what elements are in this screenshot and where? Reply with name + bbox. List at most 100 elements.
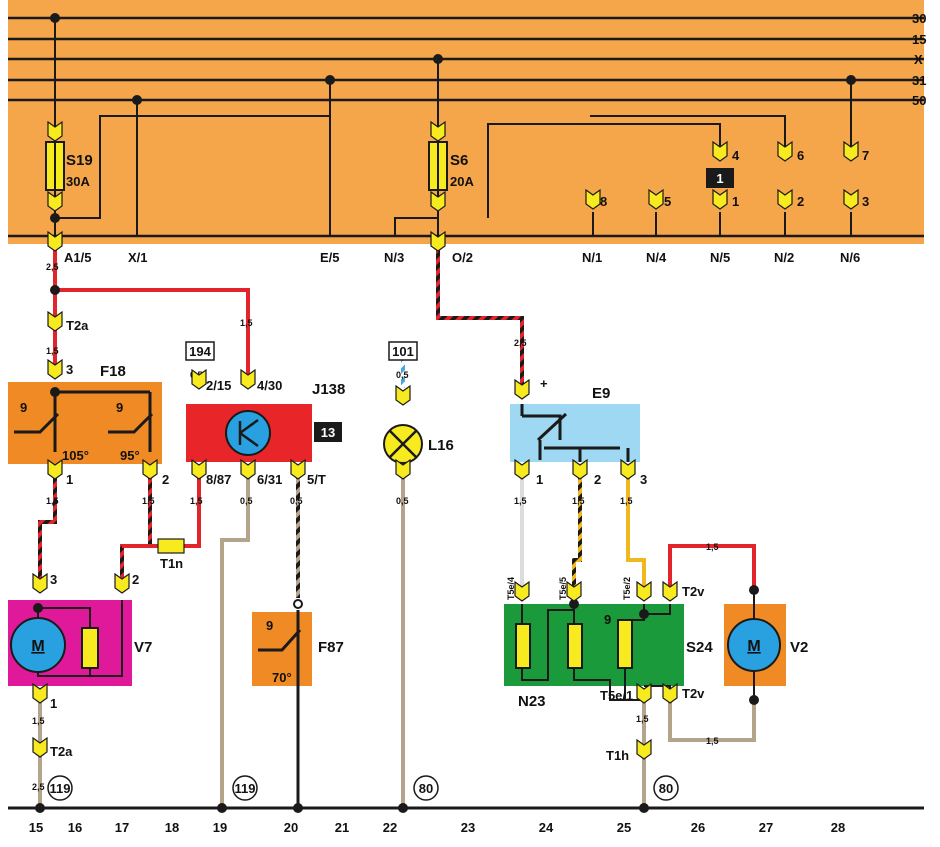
current-track-number: 16 (68, 820, 82, 835)
wire-size-v2-top: 1,5 (706, 542, 719, 552)
e9-name: E9 (592, 385, 610, 402)
n23-resistor-2 (567, 623, 583, 669)
connector-t5e-1: T5e/1 (600, 688, 633, 703)
wire-size-l16-top: 0,5 (396, 370, 409, 380)
terminal-flag-icon (843, 140, 859, 162)
n23-resistor-1 (515, 623, 531, 669)
fuse-s6-rating: 20A (450, 174, 474, 189)
ref-194-box (185, 341, 215, 361)
terminal-flag-icon (430, 190, 446, 212)
terminal-flag-icon (395, 458, 411, 480)
e9-switch-symbol (520, 404, 630, 462)
fuse-s19-rating: 30A (66, 174, 90, 189)
wire-size-e9-2: 1,5 (572, 496, 585, 506)
s24-digit: 9 (604, 612, 611, 627)
wire-size-v7-1: 1,5 (32, 716, 45, 726)
terminal-flag-icon (191, 368, 207, 390)
relay-pin-8: 8 (600, 194, 607, 209)
wire-size-f18-b1: 1,5 (46, 496, 59, 506)
wire-size-a15: 2,5 (46, 262, 59, 272)
terminal-flag-icon (777, 140, 793, 162)
j138-transistor-symbol (225, 410, 271, 456)
f18-junction-dot (50, 387, 60, 397)
terminal-n-5: N/5 (710, 250, 730, 265)
l16-lamp-cross (389, 430, 417, 458)
wire-size-j138-5t: 0,5 (290, 496, 303, 506)
terminal-flag-icon (47, 230, 63, 252)
j138-pin-8-87: 8/87 (206, 472, 231, 487)
j138-pin-6-31: 6/31 (257, 472, 282, 487)
j138-ref-box (314, 422, 342, 442)
terminal-flag-icon (290, 458, 306, 480)
f18-pin-2: 2 (162, 472, 169, 487)
wire-size-v7-ground: 2,5 (32, 782, 45, 792)
ref-119-a: 119 (50, 781, 71, 796)
panel-junction-dots (50, 13, 856, 223)
j138-pin-5-t: 5/T (307, 472, 326, 487)
f87-terminal (293, 599, 303, 609)
terminal-flag-icon (636, 738, 652, 760)
terminal-n-6: N/6 (840, 250, 860, 265)
s24-internal-wiring (521, 604, 671, 701)
terminal-flag-icon (430, 230, 446, 252)
f18-pin-3: 3 (66, 362, 73, 377)
relay-number-box (706, 168, 734, 188)
relay-pin-6: 6 (797, 148, 804, 163)
terminal-flag-icon (142, 458, 158, 480)
v7-motor-letter: M (31, 638, 44, 655)
current-track-number: 21 (335, 820, 349, 835)
e9-pin-1: 1 (536, 472, 543, 487)
terminal-flag-icon (712, 140, 728, 162)
f18-switch-symbol (14, 390, 154, 452)
rail-label-30: 30 (912, 11, 926, 26)
ref-80-b-circle (653, 775, 679, 801)
f87-switch-symbol (258, 610, 302, 690)
current-track-number: 22 (383, 820, 397, 835)
wire-size-e9-1: 1,5 (514, 496, 527, 506)
connector-t2a-bottom: T2a (50, 744, 73, 759)
current-track-number: 27 (759, 820, 773, 835)
terminal-flag-icon (514, 378, 530, 400)
terminal-flag-icon (240, 368, 256, 390)
current-track-number: 15 (29, 820, 43, 835)
s24-name: S24 (686, 639, 713, 656)
terminal-flag-icon (620, 458, 636, 480)
wire-junction-dots (50, 285, 60, 295)
terminal-n-4: N/4 (646, 250, 667, 265)
ref-119-b-circle (232, 775, 258, 801)
ref-101-box (388, 341, 418, 361)
wire-size-j138-430: 1,5 (240, 318, 253, 328)
rail-label-50: 50 (912, 93, 926, 108)
wire-size-l16-bottom: 0,5 (396, 496, 409, 506)
wire-size-f18-b2: 1,5 (142, 496, 155, 506)
terminal-o-2: O/2 (452, 250, 473, 265)
rail-label-31: 31 (912, 73, 926, 88)
terminal-flag-icon (430, 120, 446, 142)
terminal-flag-icon (32, 736, 48, 758)
current-track-number: 26 (691, 820, 705, 835)
terminal-flag-icon (395, 384, 411, 406)
f18-temp-1: 105° (62, 448, 89, 463)
wire-size-v2-bottom: 1,5 (706, 736, 719, 746)
relay-pin-4: 4 (732, 148, 740, 163)
fuse-s19-name: S19 (66, 152, 93, 169)
v2-bottom-dot (749, 695, 759, 705)
connector-t5e-4: T5e/4 (506, 577, 516, 600)
terminal-flag-icon (240, 458, 256, 480)
n23-name: N23 (518, 693, 546, 710)
connector-t2a-top: T2a (66, 318, 89, 333)
connector-t1h: T1h (606, 748, 629, 763)
current-track-number: 25 (617, 820, 631, 835)
terminal-flag-icon (566, 580, 582, 602)
terminal-flag-icon (636, 580, 652, 602)
terminal-e-5: E/5 (320, 250, 340, 265)
terminal-flag-icon (47, 190, 63, 212)
terminal-n-1: N/1 (582, 250, 602, 265)
connector-t5e-5: T5e/5 (558, 577, 568, 600)
terminal-flag-icon (662, 580, 678, 602)
j138-name: J138 (312, 381, 345, 398)
f87-name: F87 (318, 639, 344, 656)
terminal-flag-icon (636, 682, 652, 704)
